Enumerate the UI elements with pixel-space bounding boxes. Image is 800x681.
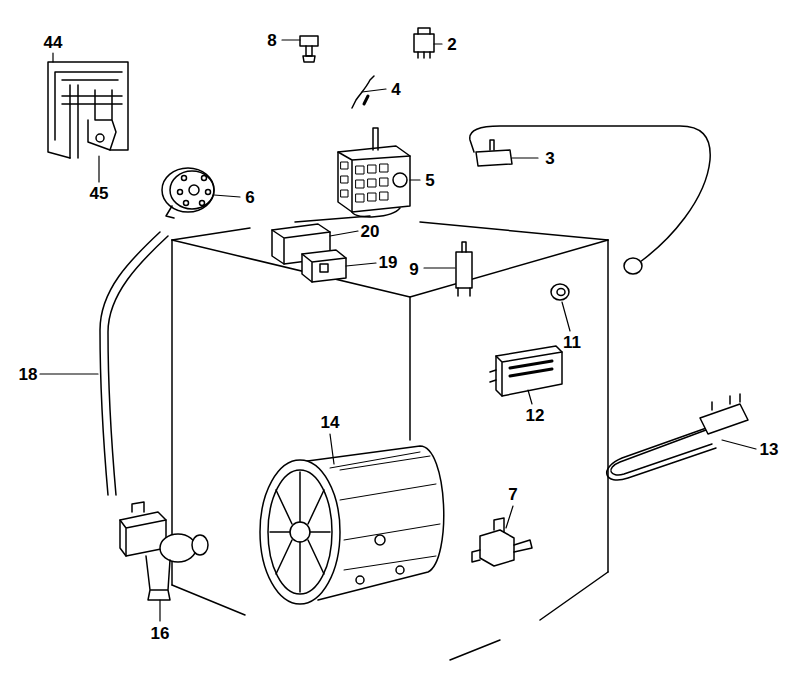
callout-number: 45 bbox=[90, 185, 109, 202]
heating-element bbox=[607, 394, 748, 480]
switch-part bbox=[414, 28, 434, 58]
leader-lines bbox=[40, 40, 756, 621]
knob-part bbox=[300, 36, 318, 62]
inlet-valve bbox=[120, 502, 208, 600]
callout-number: 6 bbox=[245, 189, 254, 206]
callout-number: 4 bbox=[391, 81, 400, 98]
cabinet-outline bbox=[172, 216, 608, 660]
callout-number: 14 bbox=[321, 414, 340, 431]
callout-number: 19 bbox=[379, 254, 398, 271]
callout-number: 13 bbox=[760, 441, 779, 458]
pump-part bbox=[472, 518, 532, 566]
callout-number: 2 bbox=[447, 36, 456, 53]
motor-part bbox=[260, 446, 444, 604]
callout-number: 5 bbox=[425, 172, 434, 189]
callout-number: 3 bbox=[545, 150, 554, 167]
grommet-part bbox=[551, 284, 569, 300]
callout-number: 9 bbox=[409, 261, 418, 278]
timer-unit bbox=[338, 128, 410, 217]
callout-number: 11 bbox=[563, 334, 581, 351]
interlock-panel bbox=[48, 62, 128, 158]
callout-number: 20 bbox=[361, 223, 380, 240]
thermostat-capillary bbox=[470, 126, 710, 274]
capacitor-part bbox=[456, 242, 472, 296]
door-lock bbox=[490, 346, 562, 396]
hose-tube bbox=[100, 232, 168, 495]
callout-number: 7 bbox=[508, 486, 517, 503]
callout-number: 18 bbox=[19, 366, 38, 383]
pressure-switch bbox=[162, 168, 214, 218]
suppressor-parts bbox=[272, 224, 346, 282]
callout-number: 8 bbox=[267, 32, 276, 49]
callout-number: 44 bbox=[44, 34, 63, 51]
callout-number: 16 bbox=[151, 625, 170, 642]
callout-number: 12 bbox=[526, 407, 545, 424]
